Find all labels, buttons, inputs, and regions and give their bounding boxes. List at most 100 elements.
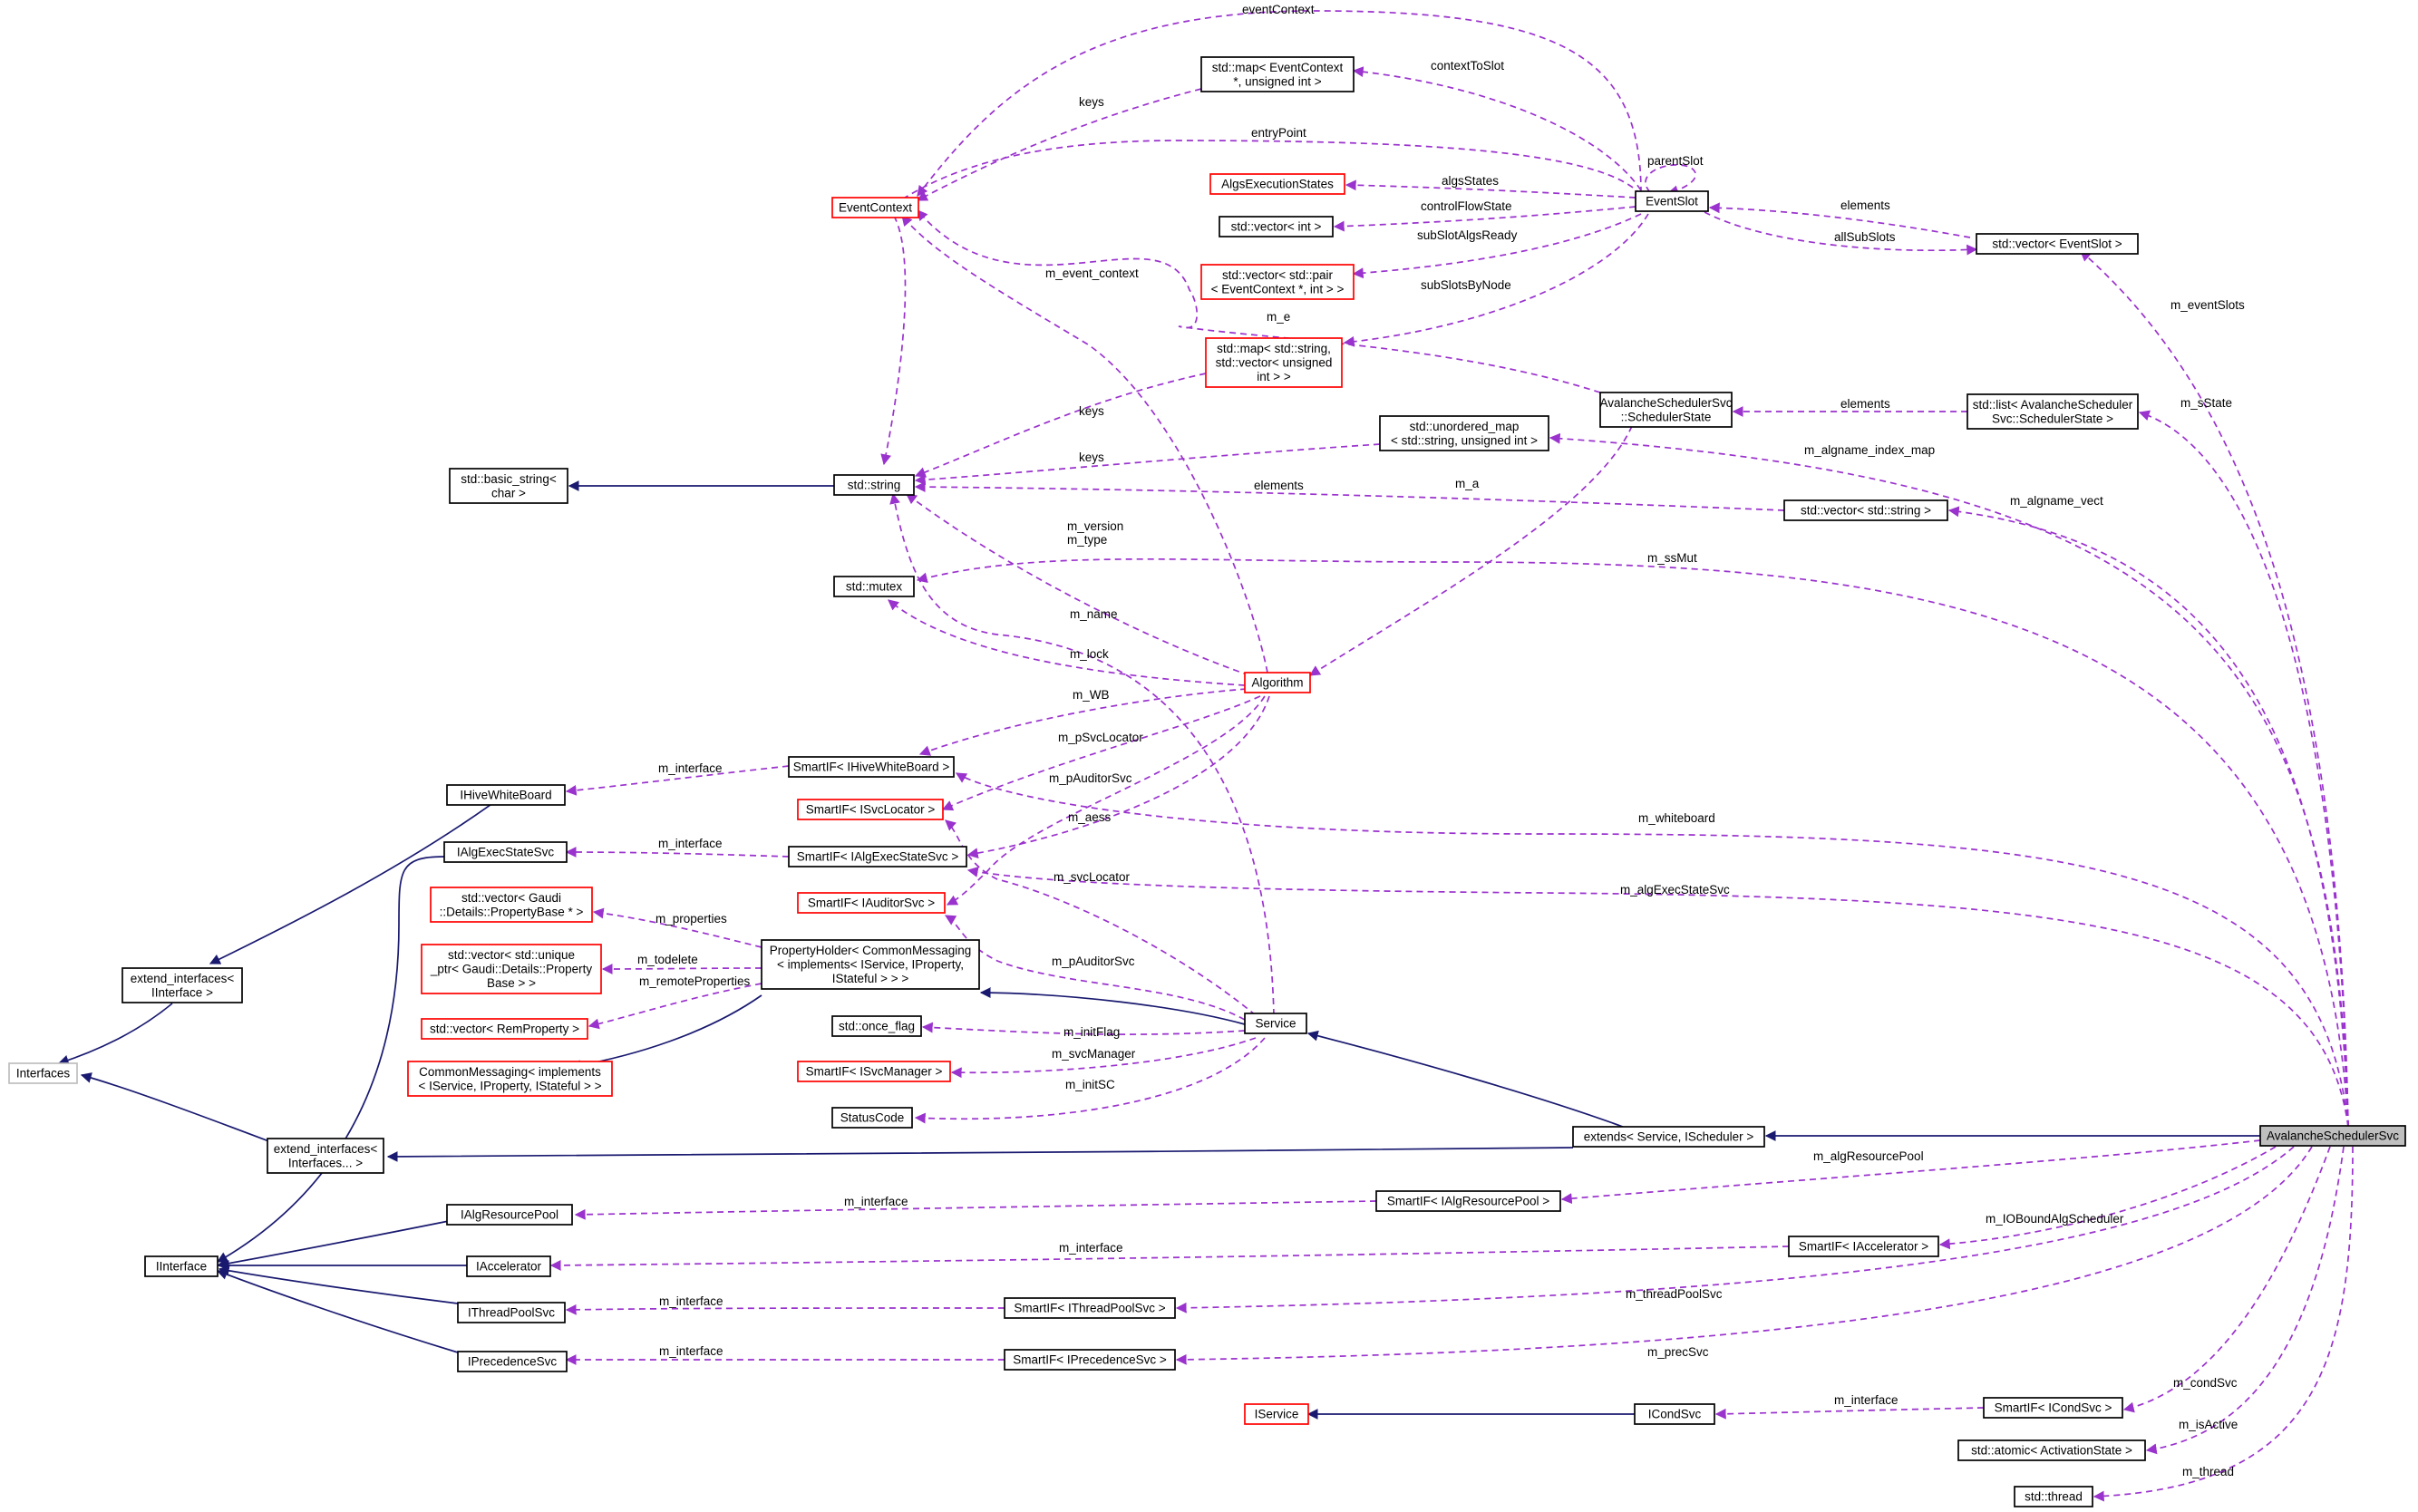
label-m-initSC: m_initSC [1065,1078,1115,1091]
node-box [443,841,568,863]
node-extend-interfaces-dots[interactable]: extend_interfaces<Interfaces... > [267,1138,384,1174]
edge-unordered-string [914,443,1381,486]
node-ithreadpoolsvc[interactable]: IThreadPoolSvc [457,1302,566,1323]
node-smartif-auditor[interactable]: SmartIF< IAuditorSvc > [797,892,946,914]
edge-algorithm-string [906,493,1250,676]
edge-service-to-propertyholder [979,987,1246,1025]
node-label-line: std::thread [2025,1490,2083,1504]
node-box [1379,415,1549,451]
node-smartif-algpool[interactable]: SmartIF< IAlgResourcePool > [1375,1190,1561,1212]
node-list-schedstate[interactable]: std::list< AvalancheSchedulerSvc::Schedu… [1966,393,2139,430]
node-label-line: CommonMessaging< implements [419,1065,601,1079]
edge-service-svcmanager [950,1037,1257,1079]
node-vec-int[interactable]: std::vector< int > [1219,216,1334,237]
node-vec-string[interactable]: std::vector< std::string > [1783,499,1948,521]
node-iservice[interactable]: IService [1244,1403,1309,1425]
node-vec-pair[interactable]: std::vector< std::pair< EventContext *, … [1200,264,1355,300]
node-box [788,756,955,778]
node-label-line: IInterface > [151,985,213,999]
node-commonmessaging[interactable]: CommonMessaging< implements< IService, I… [407,1061,613,1097]
node-label-line: *, unsigned int > [1233,74,1321,88]
node-map-eventcontext[interactable]: std::map< EventContext*, unsigned int > [1200,56,1355,92]
node-label-line: IAlgExecStateSvc [457,846,555,859]
node-unordered-map[interactable]: std::unordered_map< std::string, unsigne… [1379,415,1549,451]
node-ialgexecstatesvc[interactable]: IAlgExecStateSvc [443,841,568,863]
node-ihivewhiteboard[interactable]: IHiveWhiteBoard [446,784,566,806]
node-vec-uniqueptr[interactable]: std::vector< std::unique_ptr< Gaudi::Det… [421,944,602,994]
node-label-line: SmartIF< IPrecedenceSvc > [1013,1353,1167,1367]
node-std-mutex[interactable]: std::mutex [833,576,915,597]
label-m-threadPoolSvc: m_threadPoolSvc [1626,1287,1723,1301]
label-m-pSvcLocator: m_pSvcLocator [1058,731,1143,744]
node-label-line: IInterface [156,1260,207,1274]
node-box [8,1062,78,1084]
label-m-pAuditorSvc-svc: m_pAuditorSvc [1052,955,1135,968]
node-vec-propbase[interactable]: std::vector< Gaudi::Details::PropertyBas… [430,887,593,923]
node-once-flag[interactable]: std::once_flag [831,1015,922,1037]
label-m-sState: m_sState [2180,396,2232,410]
label-m-interface-algexec: m_interface [658,837,723,850]
node-vec-remprop[interactable]: std::vector< RemProperty > [421,1018,588,1040]
node-extends-service[interactable]: extends< Service, IScheduler > [1572,1126,1765,1148]
node-service[interactable]: Service [1244,1013,1307,1034]
label-keys-submap: keys [1079,404,1104,418]
node-basic-string[interactable]: std::basic_string<char > [449,468,568,504]
node-vec-eventslot[interactable]: std::vector< EventSlot > [1976,233,2139,255]
node-std-thread[interactable]: std::thread [2014,1486,2093,1507]
node-smartif-threadpool[interactable]: SmartIF< IThreadPoolSvc > [1004,1297,1176,1319]
node-box [1976,233,2139,255]
node-box [421,1018,588,1040]
node-smartif-cond[interactable]: SmartIF< ICondSvc > [1983,1397,2123,1419]
node-iinterface[interactable]: IInterface [144,1255,218,1277]
node-label-line: std::basic_string< [461,472,557,486]
node-algsexecstates[interactable]: AlgsExecutionStates [1209,173,1345,195]
edge-extends-to-service [1306,1030,1624,1128]
node-box [2259,1125,2406,1147]
node-label-line: < EventContext *, int > > [1211,282,1345,296]
label-m-interface-thread: m_interface [659,1294,723,1308]
node-box [144,1255,218,1277]
node-map-string-vec[interactable]: std::map< std::string,std::vector< unsig… [1205,337,1343,388]
node-box [1219,216,1334,237]
node-ialgresourcepool[interactable]: IAlgResourcePool [446,1204,573,1226]
edge-smartifalgexec-ialgexec [565,847,790,858]
label-m-pAuditorSvc-alg: m_pAuditorSvc [1049,771,1132,785]
node-interfaces[interactable]: Interfaces [8,1062,78,1084]
node-atomic-state[interactable]: std::atomic< ActivationState > [1957,1439,2146,1461]
node-propertyholder[interactable]: PropertyHolder< CommonMessaging< impleme… [761,939,980,990]
node-label-line: SmartIF< IAccelerator > [1799,1240,1928,1254]
node-box [1200,264,1355,300]
node-scheduler-state[interactable]: AvalancheSchedulerSvc::SchedulerState [1599,392,1733,428]
node-box [466,1255,551,1277]
edge-smartifcond-icond [1714,1407,1985,1420]
label-m-remoteProperties: m_remoteProperties [639,974,751,988]
label-m-algname-vect: m_algname_vect [2010,494,2103,508]
node-box [831,1015,922,1037]
node-algorithm[interactable]: Algorithm [1244,672,1311,693]
node-smartif-svclocator[interactable]: SmartIF< ISvcLocator > [797,799,944,820]
node-smartif-svcmanager[interactable]: SmartIF< ISvcManager > [797,1061,951,1082]
node-eventslot[interactable]: EventSlot [1635,190,1709,212]
node-avalanche[interactable]: AvalancheSchedulerSvc [2259,1125,2406,1147]
label-m-isActive: m_isActive [2179,1418,2238,1431]
node-label-line: SmartIF< ISvcLocator > [806,803,936,817]
node-label-line: ICondSvc [1648,1408,1702,1421]
node-iaccelerator[interactable]: IAccelerator [466,1255,551,1277]
node-std-string[interactable]: std::string [833,474,915,496]
node-eventcontext[interactable]: EventContext [831,197,919,218]
node-box [797,892,946,914]
node-box [1788,1236,1939,1257]
node-extend-iinterface[interactable]: extend_interfaces<IInterface > [121,967,243,1003]
node-icondsvc[interactable]: ICondSvc [1634,1403,1715,1425]
edge-propertyholder-vecunique [601,964,762,974]
node-iprecedencesvc[interactable]: IPrecedenceSvc [457,1351,568,1372]
label-subSlotsByNode: subSlotsByNode [1421,278,1511,292]
node-smartif-prec[interactable]: SmartIF< IPrecedenceSvc > [1004,1349,1176,1371]
label-m-thread: m_thread [2182,1465,2234,1478]
node-smartif-algexec[interactable]: SmartIF< IAlgExecStateSvc > [788,846,967,867]
edge-extend-iinterface-to-interfaces [57,1003,173,1066]
node-smartif-hivewb[interactable]: SmartIF< IHiveWhiteBoard > [788,756,955,778]
node-statuscode[interactable]: StatusCode [831,1107,913,1129]
node-smartif-accel[interactable]: SmartIF< IAccelerator > [1788,1236,1939,1257]
label-m-precSvc: m_precSvc [1647,1345,1709,1359]
